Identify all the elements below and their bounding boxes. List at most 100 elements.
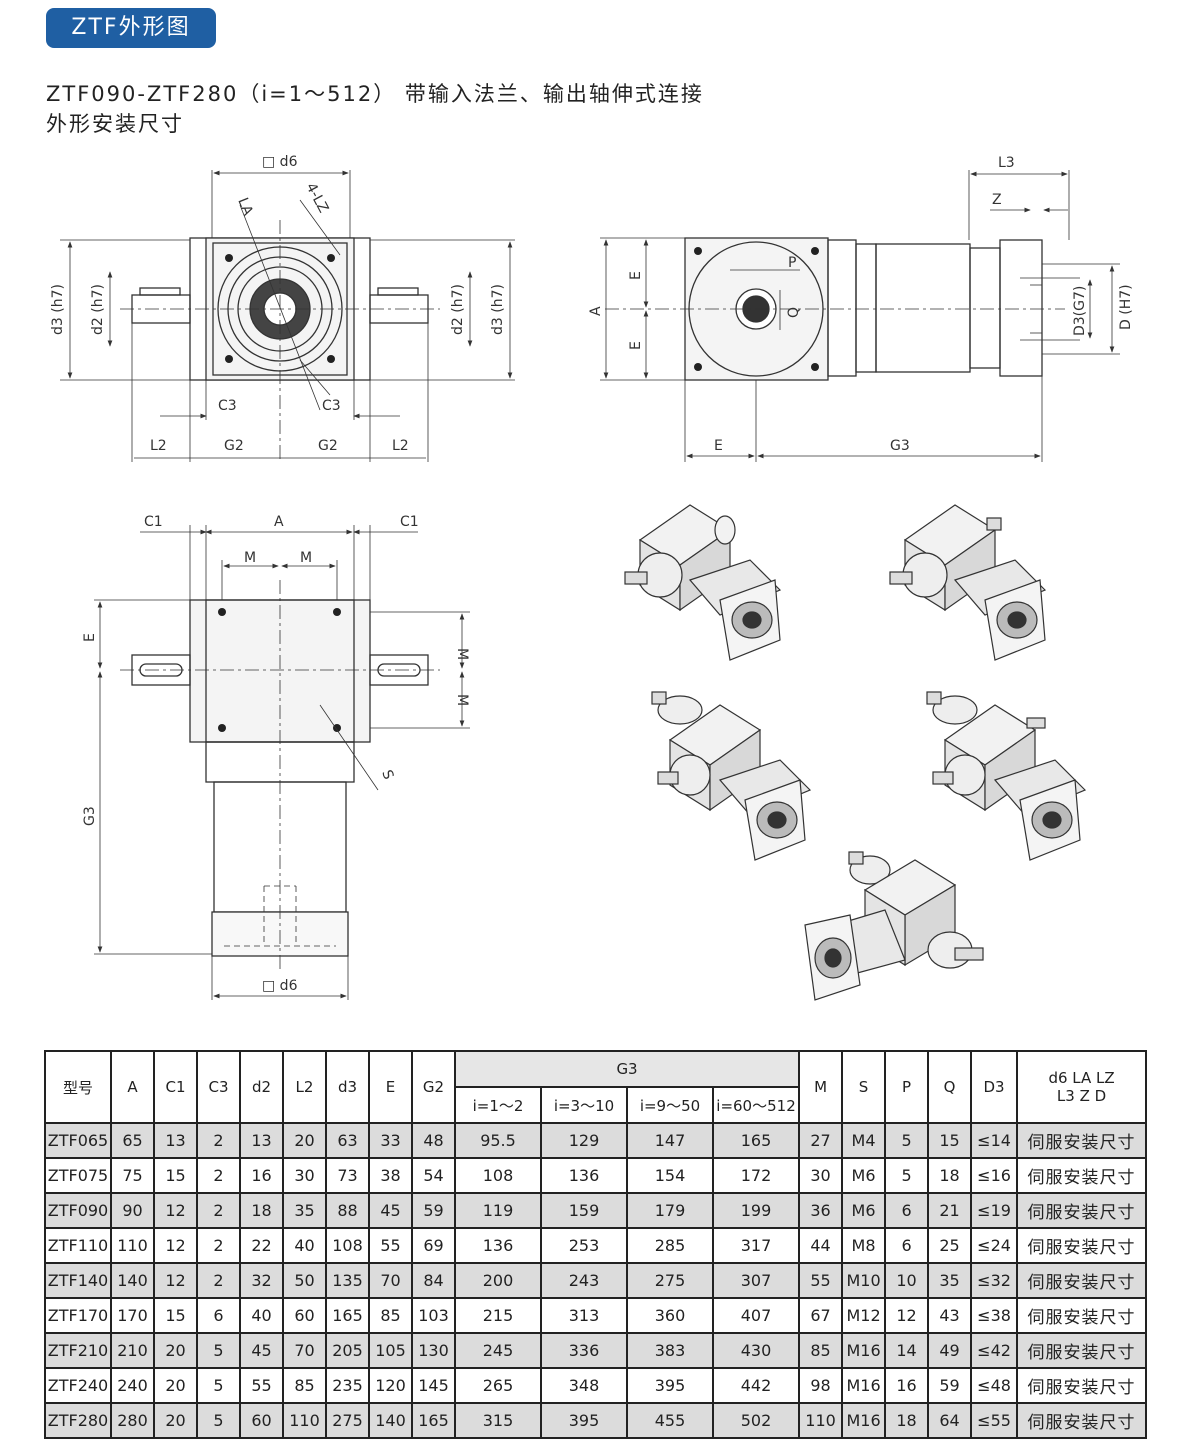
value-cell: 60 (239, 1402, 284, 1439)
value-cell: 12 (153, 1227, 198, 1264)
label-d6-top: □ d6 (262, 154, 298, 170)
value-cell: ≤32 (970, 1262, 1019, 1299)
model-cell: ZTF075 (44, 1157, 112, 1194)
th-d3-servo: D3 (970, 1050, 1019, 1124)
value-cell: 136 (454, 1227, 542, 1264)
servo-note-cell: 伺服安装尺寸 (1016, 1262, 1148, 1299)
value-cell: 95.5 (454, 1122, 542, 1159)
value-cell: 280 (110, 1402, 155, 1439)
product-render-3 (651, 691, 812, 861)
value-cell: 110 (282, 1402, 327, 1439)
value-cell: 84 (411, 1262, 456, 1299)
label-c3-right: C3 (322, 398, 341, 414)
value-cell: 69 (411, 1227, 456, 1264)
servo-note-cell: 伺服安装尺寸 (1016, 1332, 1148, 1369)
value-cell: 140 (110, 1262, 155, 1299)
value-cell: 172 (711, 1157, 801, 1194)
value-cell: M6 (841, 1192, 887, 1229)
model-cell: ZTF065 (44, 1122, 112, 1159)
label-c1-left: C1 (144, 514, 163, 530)
value-cell: 5 (884, 1157, 930, 1194)
value-cell: 165 (325, 1297, 370, 1334)
servo-note-cell: 伺服安装尺寸 (1016, 1402, 1148, 1439)
value-cell: ≤42 (970, 1332, 1019, 1369)
value-cell: 136 (540, 1157, 628, 1194)
label-g3-top: G3 (82, 806, 98, 826)
value-cell: 60 (282, 1297, 327, 1334)
value-cell: M16 (841, 1402, 887, 1439)
th-q: Q (927, 1050, 973, 1124)
value-cell: 16 (239, 1157, 284, 1194)
label-a-top: A (274, 514, 284, 530)
subtitle-line-2: 外形安装尺寸 (46, 112, 184, 136)
value-cell: 165 (411, 1402, 456, 1439)
value-cell: 30 (798, 1157, 844, 1194)
servo-note-cell: 伺服安装尺寸 (1016, 1367, 1148, 1404)
section-title-badge: ZTF外形图 (46, 8, 216, 48)
value-cell: 55 (798, 1262, 844, 1299)
servo-note-cell: 伺服安装尺寸 (1016, 1192, 1148, 1229)
value-cell: 13 (153, 1122, 198, 1159)
label-m-vert-lower: M (454, 694, 470, 706)
th-servo-line-1: d6 LA LZ (1048, 1069, 1115, 1087)
servo-note-cell: 伺服安装尺寸 (1016, 1297, 1148, 1334)
value-cell: 45 (239, 1332, 284, 1369)
value-cell: 2 (196, 1192, 241, 1229)
value-cell: 240 (110, 1367, 155, 1404)
value-cell: 12 (153, 1192, 198, 1229)
label-d3-right: d3 (h7) (490, 284, 506, 335)
label-d2-left: d2 (h7) (90, 284, 106, 335)
value-cell: 70 (368, 1262, 413, 1299)
label-z: Z (992, 192, 1002, 208)
label-q: Q (786, 307, 802, 318)
label-d2-right: d2 (h7) (450, 284, 466, 335)
label-g3-side: G3 (890, 438, 910, 454)
value-cell: 147 (626, 1122, 714, 1159)
value-cell: 103 (411, 1297, 456, 1334)
value-cell: 243 (540, 1262, 628, 1299)
value-cell: 108 (325, 1227, 370, 1264)
value-cell: 5 (196, 1402, 241, 1439)
model-cell: ZTF210 (44, 1332, 112, 1369)
value-cell: 108 (454, 1157, 542, 1194)
value-cell: 317 (711, 1227, 801, 1264)
value-cell: 75 (110, 1157, 155, 1194)
value-cell: 10 (884, 1262, 930, 1299)
model-cell: ZTF240 (44, 1367, 112, 1404)
value-cell: 285 (626, 1227, 714, 1264)
model-cell: ZTF140 (44, 1262, 112, 1299)
value-cell: 120 (368, 1367, 413, 1404)
value-cell: 59 (927, 1367, 973, 1404)
value-cell: 73 (325, 1157, 370, 1194)
label-d3-left: d3 (h7) (50, 284, 66, 335)
value-cell: 6 (884, 1227, 930, 1264)
value-cell: 210 (110, 1332, 155, 1369)
value-cell: 38 (368, 1157, 413, 1194)
th-a: A (110, 1050, 155, 1124)
label-la: LA (234, 196, 256, 219)
value-cell: 25 (927, 1227, 973, 1264)
value-cell: M10 (841, 1262, 887, 1299)
value-cell: ≤14 (970, 1122, 1019, 1159)
value-cell: 383 (626, 1332, 714, 1369)
product-render-5 (804, 851, 984, 1001)
label-e-top: E (82, 633, 98, 642)
value-cell: ≤38 (970, 1297, 1019, 1334)
model-cell: ZTF110 (44, 1227, 112, 1264)
value-cell: 15 (153, 1297, 198, 1334)
value-cell: 13 (239, 1122, 284, 1159)
value-cell: 67 (798, 1297, 844, 1334)
value-cell: 313 (540, 1297, 628, 1334)
label-l2-right: L2 (392, 438, 409, 454)
th-e: E (368, 1050, 413, 1124)
value-cell: 179 (626, 1192, 714, 1229)
product-render-2 (889, 504, 1047, 661)
drawing-side-view (600, 170, 1120, 462)
th-l2: L2 (282, 1050, 327, 1124)
value-cell: 307 (711, 1262, 801, 1299)
value-cell: 48 (411, 1122, 456, 1159)
